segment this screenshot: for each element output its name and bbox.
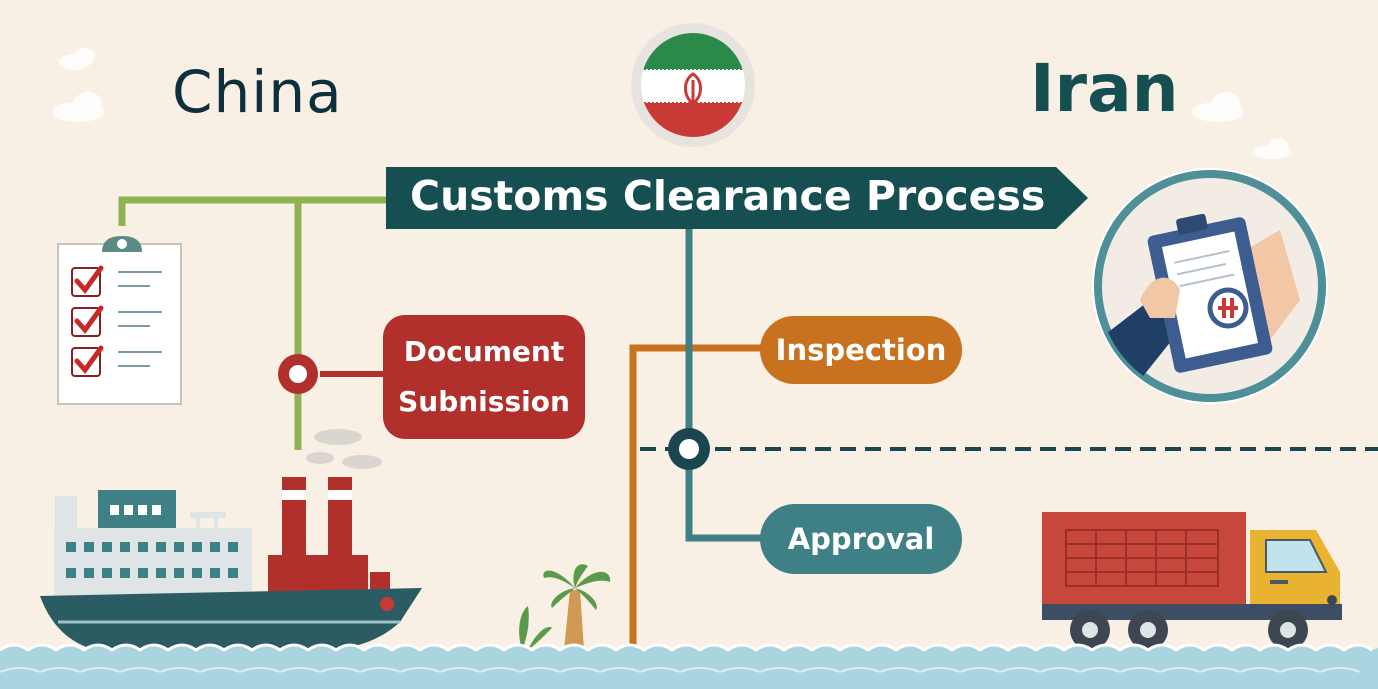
inspection-step: Inspection	[760, 316, 962, 384]
document-connector	[118, 196, 386, 450]
smoke	[306, 429, 382, 469]
document-node	[278, 354, 386, 394]
title-banner	[386, 167, 1088, 229]
checklist-icon	[57, 236, 182, 405]
approval-node	[668, 428, 710, 470]
document-submission-step: Document Subnission	[383, 315, 585, 439]
approval-connector	[685, 222, 762, 542]
clipboard-document-icon	[1092, 168, 1328, 404]
document-step-line2: Subnission	[398, 385, 570, 418]
palm-tree-icon	[519, 564, 611, 650]
destination-country-label: Iran	[1030, 50, 1179, 127]
document-step-line1: Document	[403, 335, 565, 368]
cloud-icon	[52, 48, 1292, 159]
delivery-truck-icon	[1042, 512, 1342, 650]
cargo-ship-icon	[40, 477, 422, 650]
sea-waves	[0, 643, 1378, 689]
inspection-connector	[629, 344, 762, 650]
iran-flag-icon	[631, 23, 755, 147]
banner-title: Customs Clearance Process	[410, 172, 1046, 220]
approval-step: Approval	[760, 504, 962, 574]
origin-country-label: China	[172, 58, 343, 126]
